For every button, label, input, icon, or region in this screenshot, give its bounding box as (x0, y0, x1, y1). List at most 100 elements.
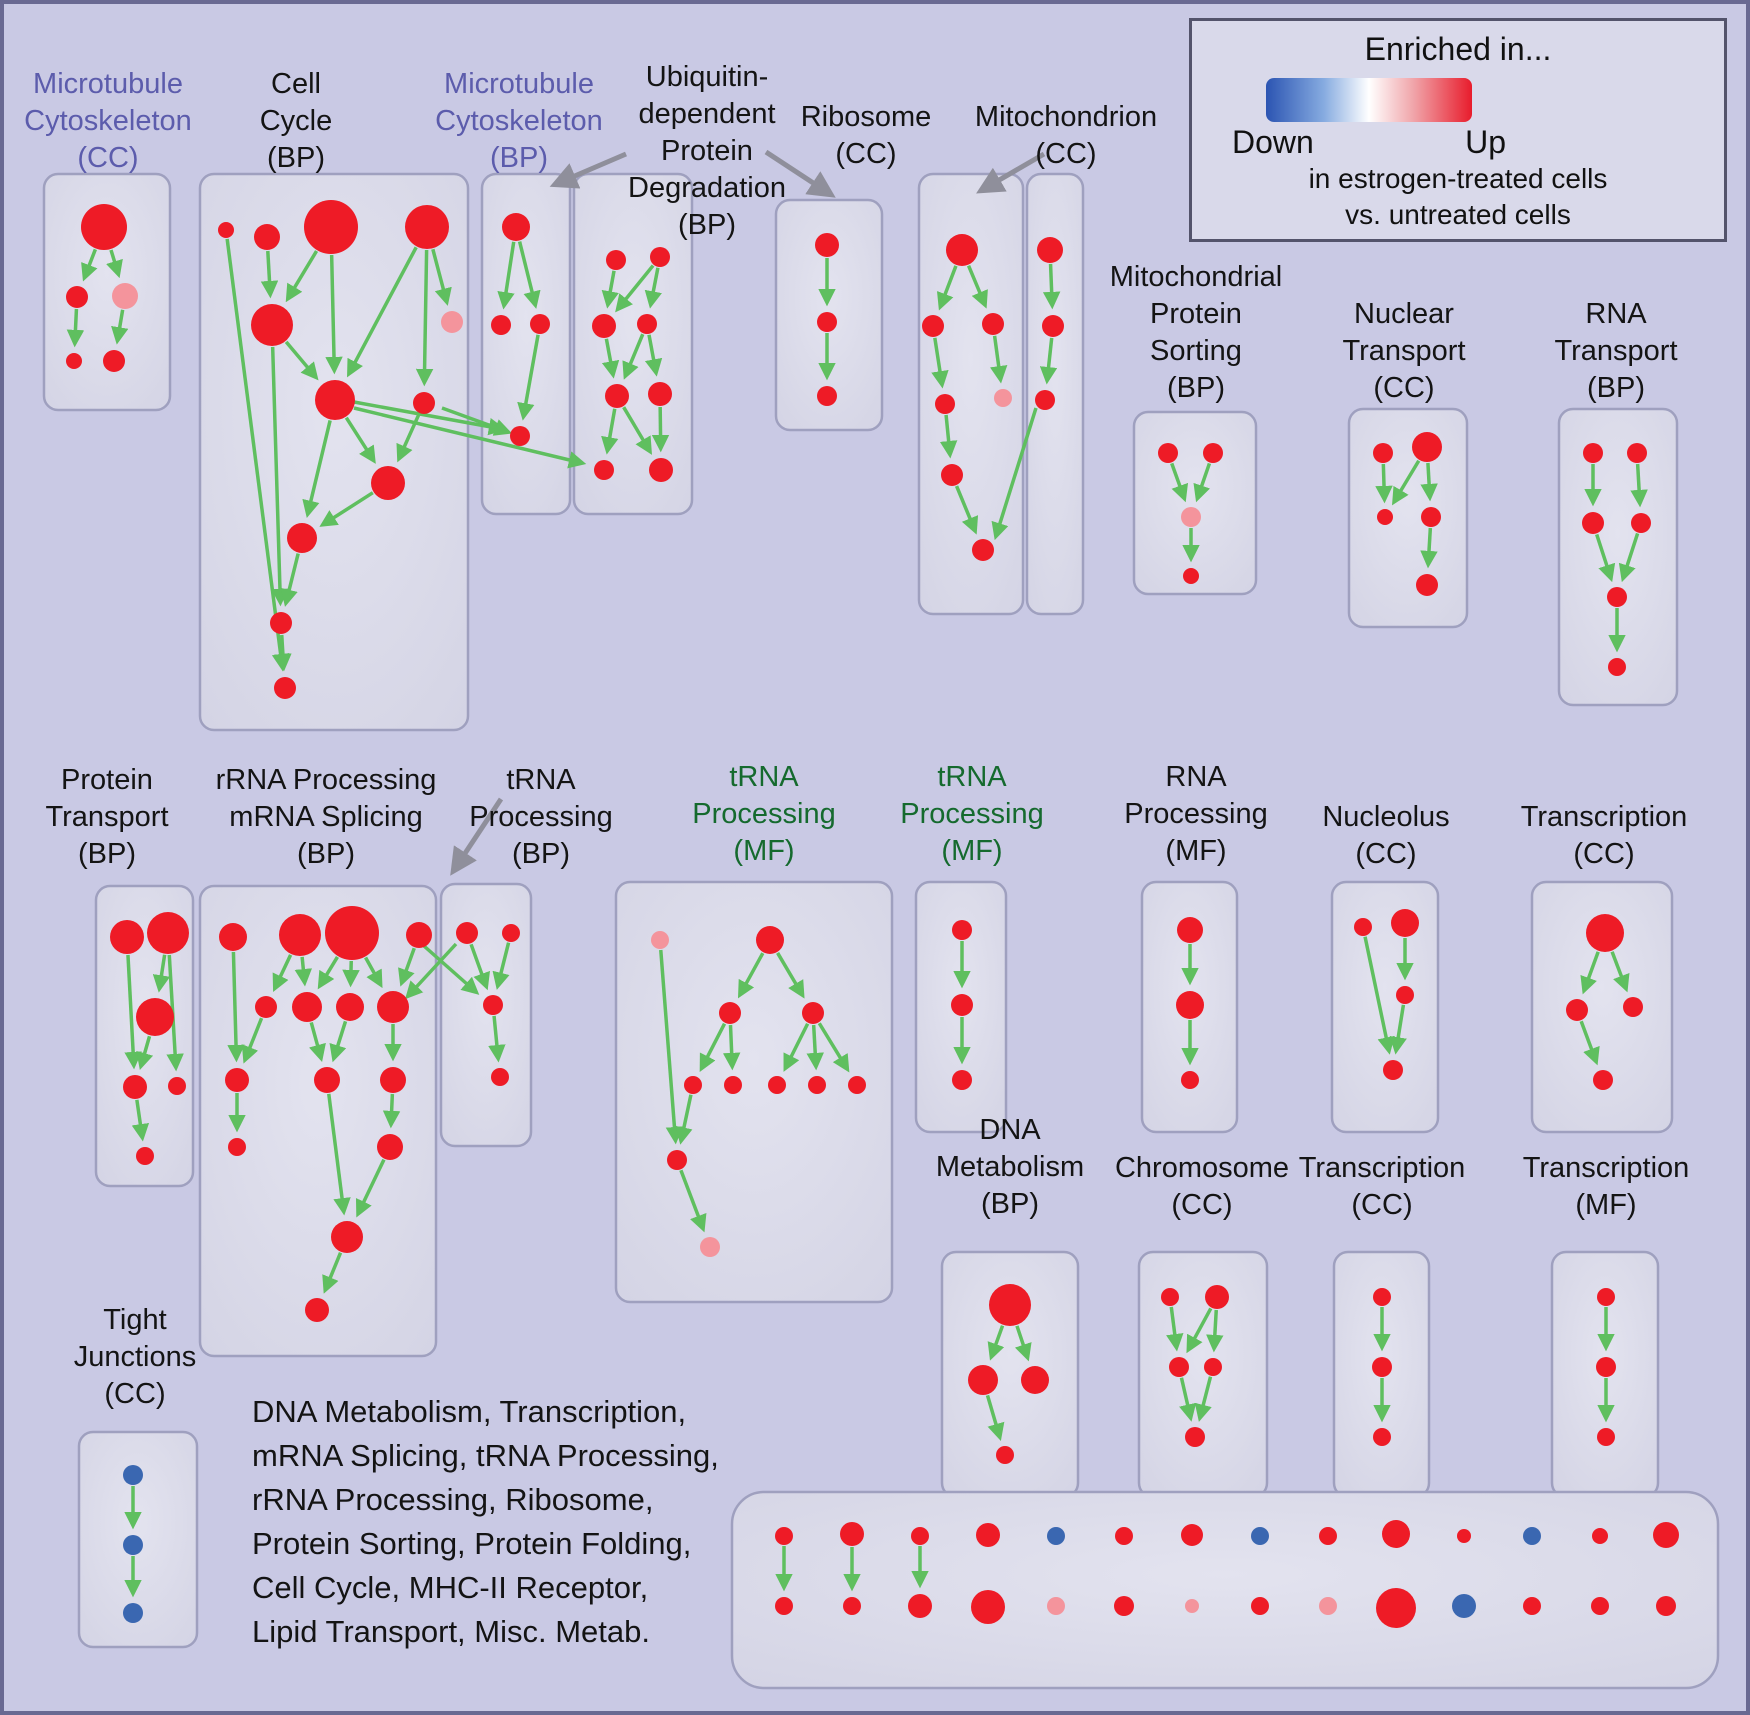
footnote-line: Lipid Transport, Misc. Metab. (252, 1614, 650, 1649)
go-term-node (491, 1068, 509, 1086)
go-edge (274, 634, 292, 672)
cross-cluster-edge (405, 942, 458, 1000)
nodes-layer (66, 200, 1679, 1628)
go-term-node (605, 384, 629, 408)
go-edge (1392, 459, 1421, 506)
go-term-node (775, 1597, 793, 1615)
go-term-node (667, 1150, 687, 1170)
go-term-node (650, 247, 670, 267)
cluster-box-ubiquitin-dependent-protein-degradation-bp (572, 172, 694, 516)
go-edge (398, 947, 416, 987)
go-term-node (941, 464, 963, 486)
go-term-node (1181, 1071, 1199, 1089)
go-edge (270, 346, 289, 607)
cluster-box-trna-processing-bp (439, 882, 533, 1148)
go-term-node (218, 222, 234, 238)
go-term-node (1354, 918, 1372, 936)
go-edge (272, 954, 293, 992)
go-edge (1193, 462, 1212, 503)
go-term-node (110, 920, 144, 954)
go-edge (990, 335, 1008, 384)
legend-subtitle-line1: in estrogen-treated cells (1308, 163, 1608, 194)
go-term-node (254, 224, 280, 250)
go-term-node (594, 460, 614, 480)
go-term-node (651, 931, 669, 949)
go-term-node (1596, 1357, 1616, 1377)
go-term-node (719, 1002, 741, 1024)
go-term-node (1204, 1358, 1222, 1376)
cluster-box-rna-transport-bp (1557, 407, 1679, 707)
go-term-node (325, 906, 379, 960)
go-term-node (1416, 574, 1438, 596)
go-edge (659, 949, 684, 1145)
cluster-box-trna-processing-mf-large (614, 880, 894, 1304)
go-term-node (1372, 1357, 1392, 1377)
go-edge (1389, 1004, 1407, 1055)
go-term-node (1623, 997, 1643, 1017)
go-edge (644, 334, 663, 377)
go-edge (939, 414, 958, 459)
go-edge (622, 333, 645, 380)
go-term-node (952, 1070, 972, 1090)
go-term-node (270, 612, 292, 634)
go-term-node (1021, 1366, 1049, 1394)
go-term-node (136, 998, 174, 1036)
go-edge (106, 249, 123, 279)
legend-box: Enriched in... Down Up in estrogen-treat… (1189, 18, 1727, 242)
go-term-node (371, 466, 405, 500)
go-term-node (1047, 1527, 1065, 1545)
go-edge (497, 241, 516, 310)
go-edge (817, 1022, 850, 1073)
go-term-node (380, 1067, 406, 1093)
label-pointer-arrow (450, 797, 504, 876)
go-edge (294, 956, 313, 987)
legend-subtitle-line2: vs. untreated cells (1345, 199, 1571, 230)
go-term-node (1161, 1288, 1179, 1306)
label-pointer-arrow (976, 151, 1046, 194)
footnote-text: DNA Metabolism, Transcription, mRNA Spli… (252, 1390, 719, 1654)
go-edge (492, 942, 511, 990)
go-edge (1042, 263, 1061, 310)
go-edge (329, 1020, 348, 1063)
go-term-node (1412, 432, 1442, 462)
go-edge (679, 1169, 707, 1233)
go-term-node (817, 312, 837, 332)
go-term-node (848, 1076, 866, 1094)
go-edge (1375, 463, 1393, 504)
go-term-node (840, 1522, 864, 1546)
go-term-node (972, 539, 994, 561)
go-term-node (606, 250, 626, 270)
go-term-node (1181, 507, 1201, 527)
go-edge (806, 1024, 824, 1071)
go-edge (1206, 1309, 1224, 1353)
go-edge (783, 1022, 810, 1072)
go-term-node (971, 1590, 1005, 1624)
go-term-node (1586, 914, 1624, 952)
go-edge (1179, 1377, 1197, 1422)
go-edge (699, 1022, 727, 1072)
go-term-node (377, 1134, 403, 1160)
go-edge (431, 248, 452, 306)
go-term-node (756, 926, 784, 954)
cluster-box-mitochondrion-cc (1025, 172, 1085, 616)
go-edge (517, 241, 541, 309)
go-term-node (648, 382, 672, 406)
go-edge (966, 265, 988, 309)
go-edge (622, 406, 652, 455)
go-term-node (1251, 1597, 1269, 1615)
go-term-node (331, 1221, 363, 1253)
go-term-node (1319, 1527, 1337, 1545)
go-edge (737, 952, 765, 999)
go-term-node (724, 1076, 742, 1094)
go-term-node (1582, 512, 1604, 534)
go-edge (601, 408, 619, 455)
legend-down-label: Down (1232, 124, 1314, 160)
go-edge (987, 1325, 1005, 1361)
go-term-node (951, 994, 973, 1016)
go-term-node (123, 1465, 143, 1485)
go-edge (651, 406, 670, 453)
go-network-diagram (42, 149, 1720, 1690)
go-edge (1618, 532, 1640, 583)
go-term-node (1608, 658, 1626, 676)
go-edge (644, 267, 662, 309)
